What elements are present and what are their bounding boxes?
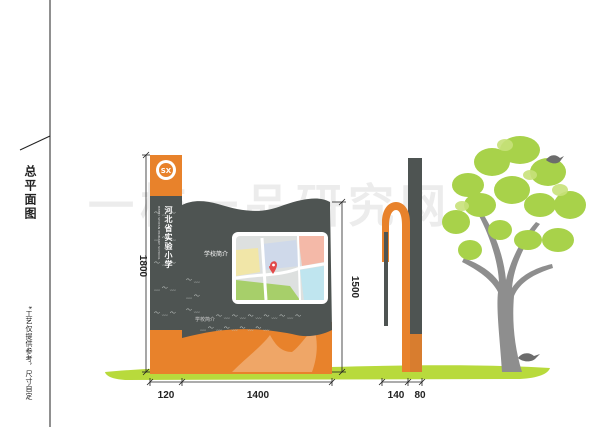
tree-trunk	[462, 212, 553, 372]
bird-top-icon	[546, 155, 564, 164]
school-name-english: HEBEI SHIYAN PRIMARY SCHOOL	[157, 206, 161, 260]
pillar-orange-base	[150, 330, 182, 374]
dim-label-total-height: 1800	[137, 255, 148, 278]
bird-bottom-icon	[518, 353, 540, 362]
map-pin-icon	[269, 261, 277, 274]
panel-subtitle: 学校简介	[195, 316, 215, 323]
school-logo-icon: SX	[156, 160, 176, 180]
svg-text:〜 ﹏ 〜 ﹏ 〜 ﹏ 〜 ﹏ 〜 ﹏ 〜: 〜 ﹏ 〜 ﹏ 〜 ﹏ 〜 ﹏ 〜 ﹏ 〜	[216, 313, 301, 320]
svg-text:﹏ 〜 ﹏: ﹏ 〜 ﹏	[154, 285, 176, 292]
svg-text:﹏ 〜 ﹏: ﹏ 〜 ﹏	[154, 235, 176, 242]
side-orange-foot	[402, 334, 422, 372]
svg-text:﹏ 〜: ﹏ 〜	[186, 293, 200, 300]
svg-text:〜 ﹏: 〜 ﹏	[186, 307, 200, 314]
calligraphy-texture: 〜 ﹏ 〜 ﹏ 〜 ﹏ 〜 ﹏ 〜 ﹏ 〜 ﹏ 〜 ﹏ 〜 〜 ﹏ ﹏ 〜 〜 …	[154, 210, 301, 332]
dim-label-pillar-width: 120	[158, 390, 175, 401]
dim-label-side-width-a: 140	[388, 390, 405, 401]
side-panel-edge	[384, 232, 388, 326]
dim-total-height	[142, 151, 150, 376]
dim-label-panel-width: 1400	[247, 390, 270, 401]
side-orange-band	[382, 202, 410, 372]
dim-panel-height	[332, 198, 346, 376]
sheet-note: *工艺仅提供参考，尺寸自定	[25, 306, 33, 400]
tree-illustration	[442, 136, 586, 372]
dim-bottom-widths	[146, 378, 426, 386]
panel-title: 学校简介	[204, 250, 228, 258]
sheet-title: 总平面图	[23, 165, 37, 221]
campus-map	[235, 235, 325, 301]
dim-label-panel-height: 1500	[349, 276, 360, 299]
school-name-vertical: 河北省实验小学	[164, 206, 173, 269]
svg-text:〜 ﹏ 〜: 〜 ﹏ 〜	[154, 260, 176, 267]
base-swirl-decoration	[232, 328, 317, 372]
svg-text:〜 ﹏ 〜: 〜 ﹏ 〜	[154, 210, 176, 217]
svg-text:〜 ﹏: 〜 ﹏	[186, 277, 200, 284]
svg-text:〜 ﹏ 〜: 〜 ﹏ 〜	[154, 310, 176, 317]
frame-tick-line	[19, 135, 51, 151]
svg-text:﹏ 〜 ﹏ 〜 ﹏ 〜 ﹏ 〜 ﹏: ﹏ 〜 ﹏ 〜 ﹏ 〜 ﹏ 〜 ﹏	[200, 325, 269, 332]
side-dark-post	[408, 158, 422, 372]
dim-label-side-width-b: 80	[414, 390, 426, 401]
logo-text: SX	[161, 167, 172, 175]
